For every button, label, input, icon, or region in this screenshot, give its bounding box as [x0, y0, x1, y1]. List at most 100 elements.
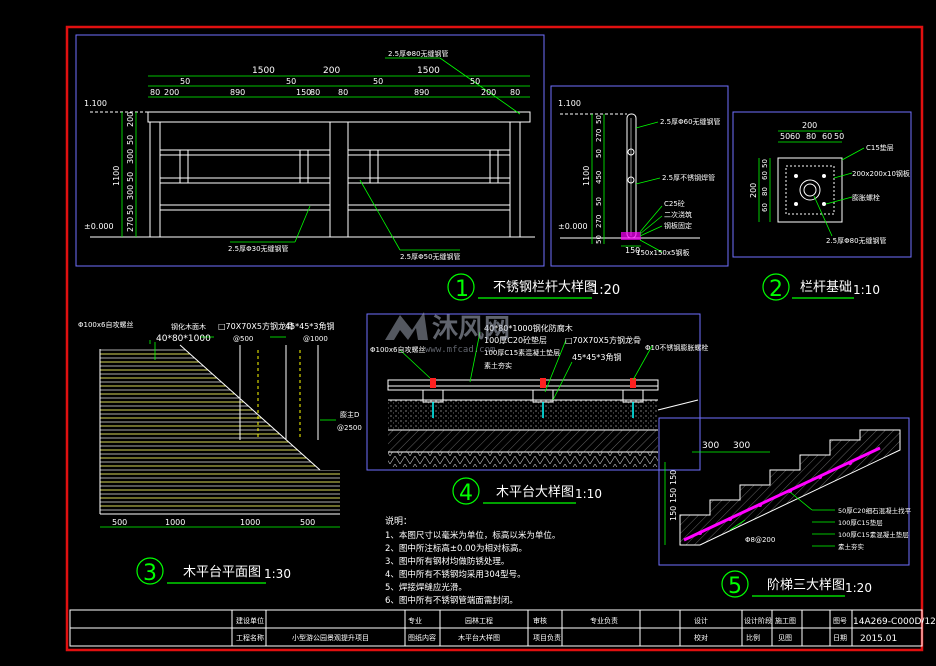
tb-r1-stage-label: 设计阶段	[744, 616, 772, 625]
tb-r2-date-label: 日期	[833, 634, 847, 642]
detail3-callout-9: @2500	[337, 424, 362, 432]
detail1-dim-row2-3: 50	[373, 77, 383, 86]
detail1-border	[75, 34, 545, 267]
detail1-dim-left-6: 50	[126, 205, 135, 215]
detail5-border	[658, 417, 910, 566]
detail1-railing-elevation: 1500 200 1500 50 50 50 50 80 200 890 150…	[75, 34, 545, 267]
detail1-dim-row3-8: 200	[481, 88, 496, 97]
side-elev-top: 1.100	[558, 99, 581, 108]
detail1-dim-top-1: 1500	[252, 66, 275, 76]
tb-r2-scale: 见图	[778, 634, 792, 642]
detail5-dim-top-2: 300	[733, 441, 750, 451]
tb-r1-client-label: 建设单位	[236, 616, 264, 625]
detail1-scale: 1:20	[591, 283, 620, 298]
detail1-dim-left-1: 200	[126, 112, 135, 127]
detail2-title: 栏杆基础	[800, 280, 852, 295]
detail1-dim-left-4: 50	[126, 172, 135, 182]
watermark-brand: 沐风网	[432, 314, 510, 344]
side-dim-left-3: 50	[595, 149, 603, 158]
detail4-number: 4	[459, 481, 473, 506]
detail-side-section: 1.100 ±0.000 1100 50 270 50 450 50 270 5…	[550, 85, 729, 267]
detail3-callout-6: 45*45*3角钢	[285, 321, 334, 331]
side-dim-left-2: 270	[595, 129, 603, 142]
detail2-dim-top: 200	[802, 121, 817, 130]
detail1-dim-row2-1: 50	[180, 77, 190, 86]
tb-r2-project-label: 工程名称	[236, 633, 264, 642]
detail3-title-group: 3 木平台平面图 1:30	[136, 557, 291, 586]
detail2-dim-left-4: 80	[761, 187, 769, 196]
detail1-dim-row3-2: 200	[164, 88, 179, 97]
tb-r1-stage: 施工图	[775, 616, 796, 625]
detail3-callout-5: @500	[233, 335, 253, 343]
side-height-total: 1100	[582, 166, 591, 186]
detail5-callout-3: 100厚C15素混凝土垫层	[838, 530, 909, 539]
detail3-callout-2: 40*80*1000	[156, 334, 211, 344]
detail4-callout-7: Φ10不锈钢膨胀螺栓	[645, 343, 708, 352]
detail5-dim-left-3: 150	[669, 506, 678, 521]
detail1-title: 不锈钢栏杆大样图	[493, 280, 597, 295]
detail3-dim-bottom-3: 1000	[240, 518, 260, 527]
detail2-dim-row-3: 80	[806, 132, 816, 141]
detail3-callout-1: Φ100x6自攻螺丝	[78, 320, 133, 329]
detail5-callout-5: Φ8@200	[745, 536, 775, 544]
detail4-deck-section: Φ100x6自攻螺丝 40*80*1000钢化防腐木 100厚C20砼垫层 □7…	[366, 313, 708, 471]
detail5-title: 阶梯三大样图	[767, 578, 845, 593]
detail4-title: 木平台大样图	[496, 485, 574, 500]
detail1-elev-top: 1.100	[84, 99, 107, 108]
tb-r2-pm-label: 项目负责	[533, 633, 561, 642]
detail1-callout-bottom-left: 2.5厚Φ30无缝钢管	[228, 244, 289, 253]
detail2-border	[732, 111, 912, 258]
detail5-callout-2: 100厚C15垫层	[838, 518, 883, 527]
detail3-dim-bottom-2: 1000	[165, 518, 185, 527]
detail2-callout-4: 2.5厚Φ80无缝钢管	[826, 236, 887, 245]
detail5-dim-top-1: 300	[702, 441, 719, 451]
detail5-number: 5	[728, 574, 742, 599]
tb-r1-lead-label: 专业负责	[590, 616, 618, 625]
detail3-callout-3: 钢化木面木	[171, 322, 206, 331]
tb-r2-scale-label: 比例	[746, 633, 760, 642]
detail4-callout-5: 100厚C15素混凝土垫层	[484, 348, 560, 357]
notes-item-4: 4、图中所有不锈钢均采用304型号。	[385, 569, 526, 580]
detail1-dim-row2-4: 50	[470, 77, 480, 86]
detail4-callout-1: Φ100x6自攻螺丝	[370, 345, 425, 354]
detail2-title-group: 2 栏杆基础 1:10	[762, 273, 880, 302]
side-section-border	[550, 85, 729, 267]
notes-heading: 说明：	[385, 515, 412, 527]
detail1-dim-row3-1: 80	[150, 88, 160, 97]
detail1-height-total: 1100	[112, 166, 121, 186]
notes-item-2: 2、图中所注标高±0.00为相对标高。	[385, 543, 527, 554]
side-callout-4: 二次浇筑	[664, 210, 692, 219]
detail5-title-group: 5 阶梯三大样图 1:20	[721, 570, 872, 599]
notes-item-5: 5、焊接焊缝应光滑。	[385, 582, 467, 593]
detail3-dim-bottom-4: 500	[300, 518, 315, 527]
detail3-title: 木平台平面图	[183, 565, 261, 580]
detail2-number: 2	[769, 277, 783, 302]
detail3-dim-bottom-1: 500	[112, 518, 127, 527]
tb-r1-drawing-no: 14A269-C000D/12	[853, 617, 936, 627]
tb-r2-check-label: 校对	[694, 633, 708, 642]
detail1-elev-base: ±0.000	[84, 222, 114, 231]
side-callout-1: 2.5厚Φ60无缝钢管	[660, 117, 721, 126]
side-callout-2: 2.5厚不锈钢焊管	[662, 173, 715, 182]
detail5-stairs: 300 300 150 150 150 50厚C20细石混凝土找平 100厚C1…	[658, 417, 912, 566]
detail2-callout-1: C15垫层	[866, 143, 894, 152]
detail1-dim-row3-9: 80	[510, 88, 520, 97]
detail2-scale: 1:10	[853, 283, 880, 297]
detail2-dim-row-5: 50	[834, 132, 844, 141]
tb-r1-design-label: 设计	[694, 616, 708, 625]
tb-r1-discipline: 园林工程	[465, 616, 493, 625]
detail1-callout-top: 2.5厚Φ80无缝钢管	[388, 49, 449, 58]
detail3-scale: 1:30	[264, 567, 291, 581]
detail1-number: 1	[455, 277, 469, 302]
notes-item-3: 3、图中所有钢材均做防锈处理。	[385, 556, 509, 567]
detail4-scale: 1:10	[575, 487, 602, 501]
detail1-dim-left-7: 270	[126, 217, 135, 232]
side-dim-base: 50	[595, 235, 603, 244]
detail1-title-group: 1 不锈钢栏杆大样图 1:20	[447, 273, 620, 302]
detail2-callout-2: 200x200x10钢板	[852, 169, 910, 178]
detail2-dim-row-2: 60	[790, 132, 800, 141]
tb-r1-drawing-no-label: 图号	[833, 617, 847, 625]
title-block: 建设单位 专业 园林工程 审核 专业负责 设计 设计阶段 施工图 图号 14A2…	[69, 609, 936, 647]
side-dim-left-5: 50	[595, 197, 603, 206]
